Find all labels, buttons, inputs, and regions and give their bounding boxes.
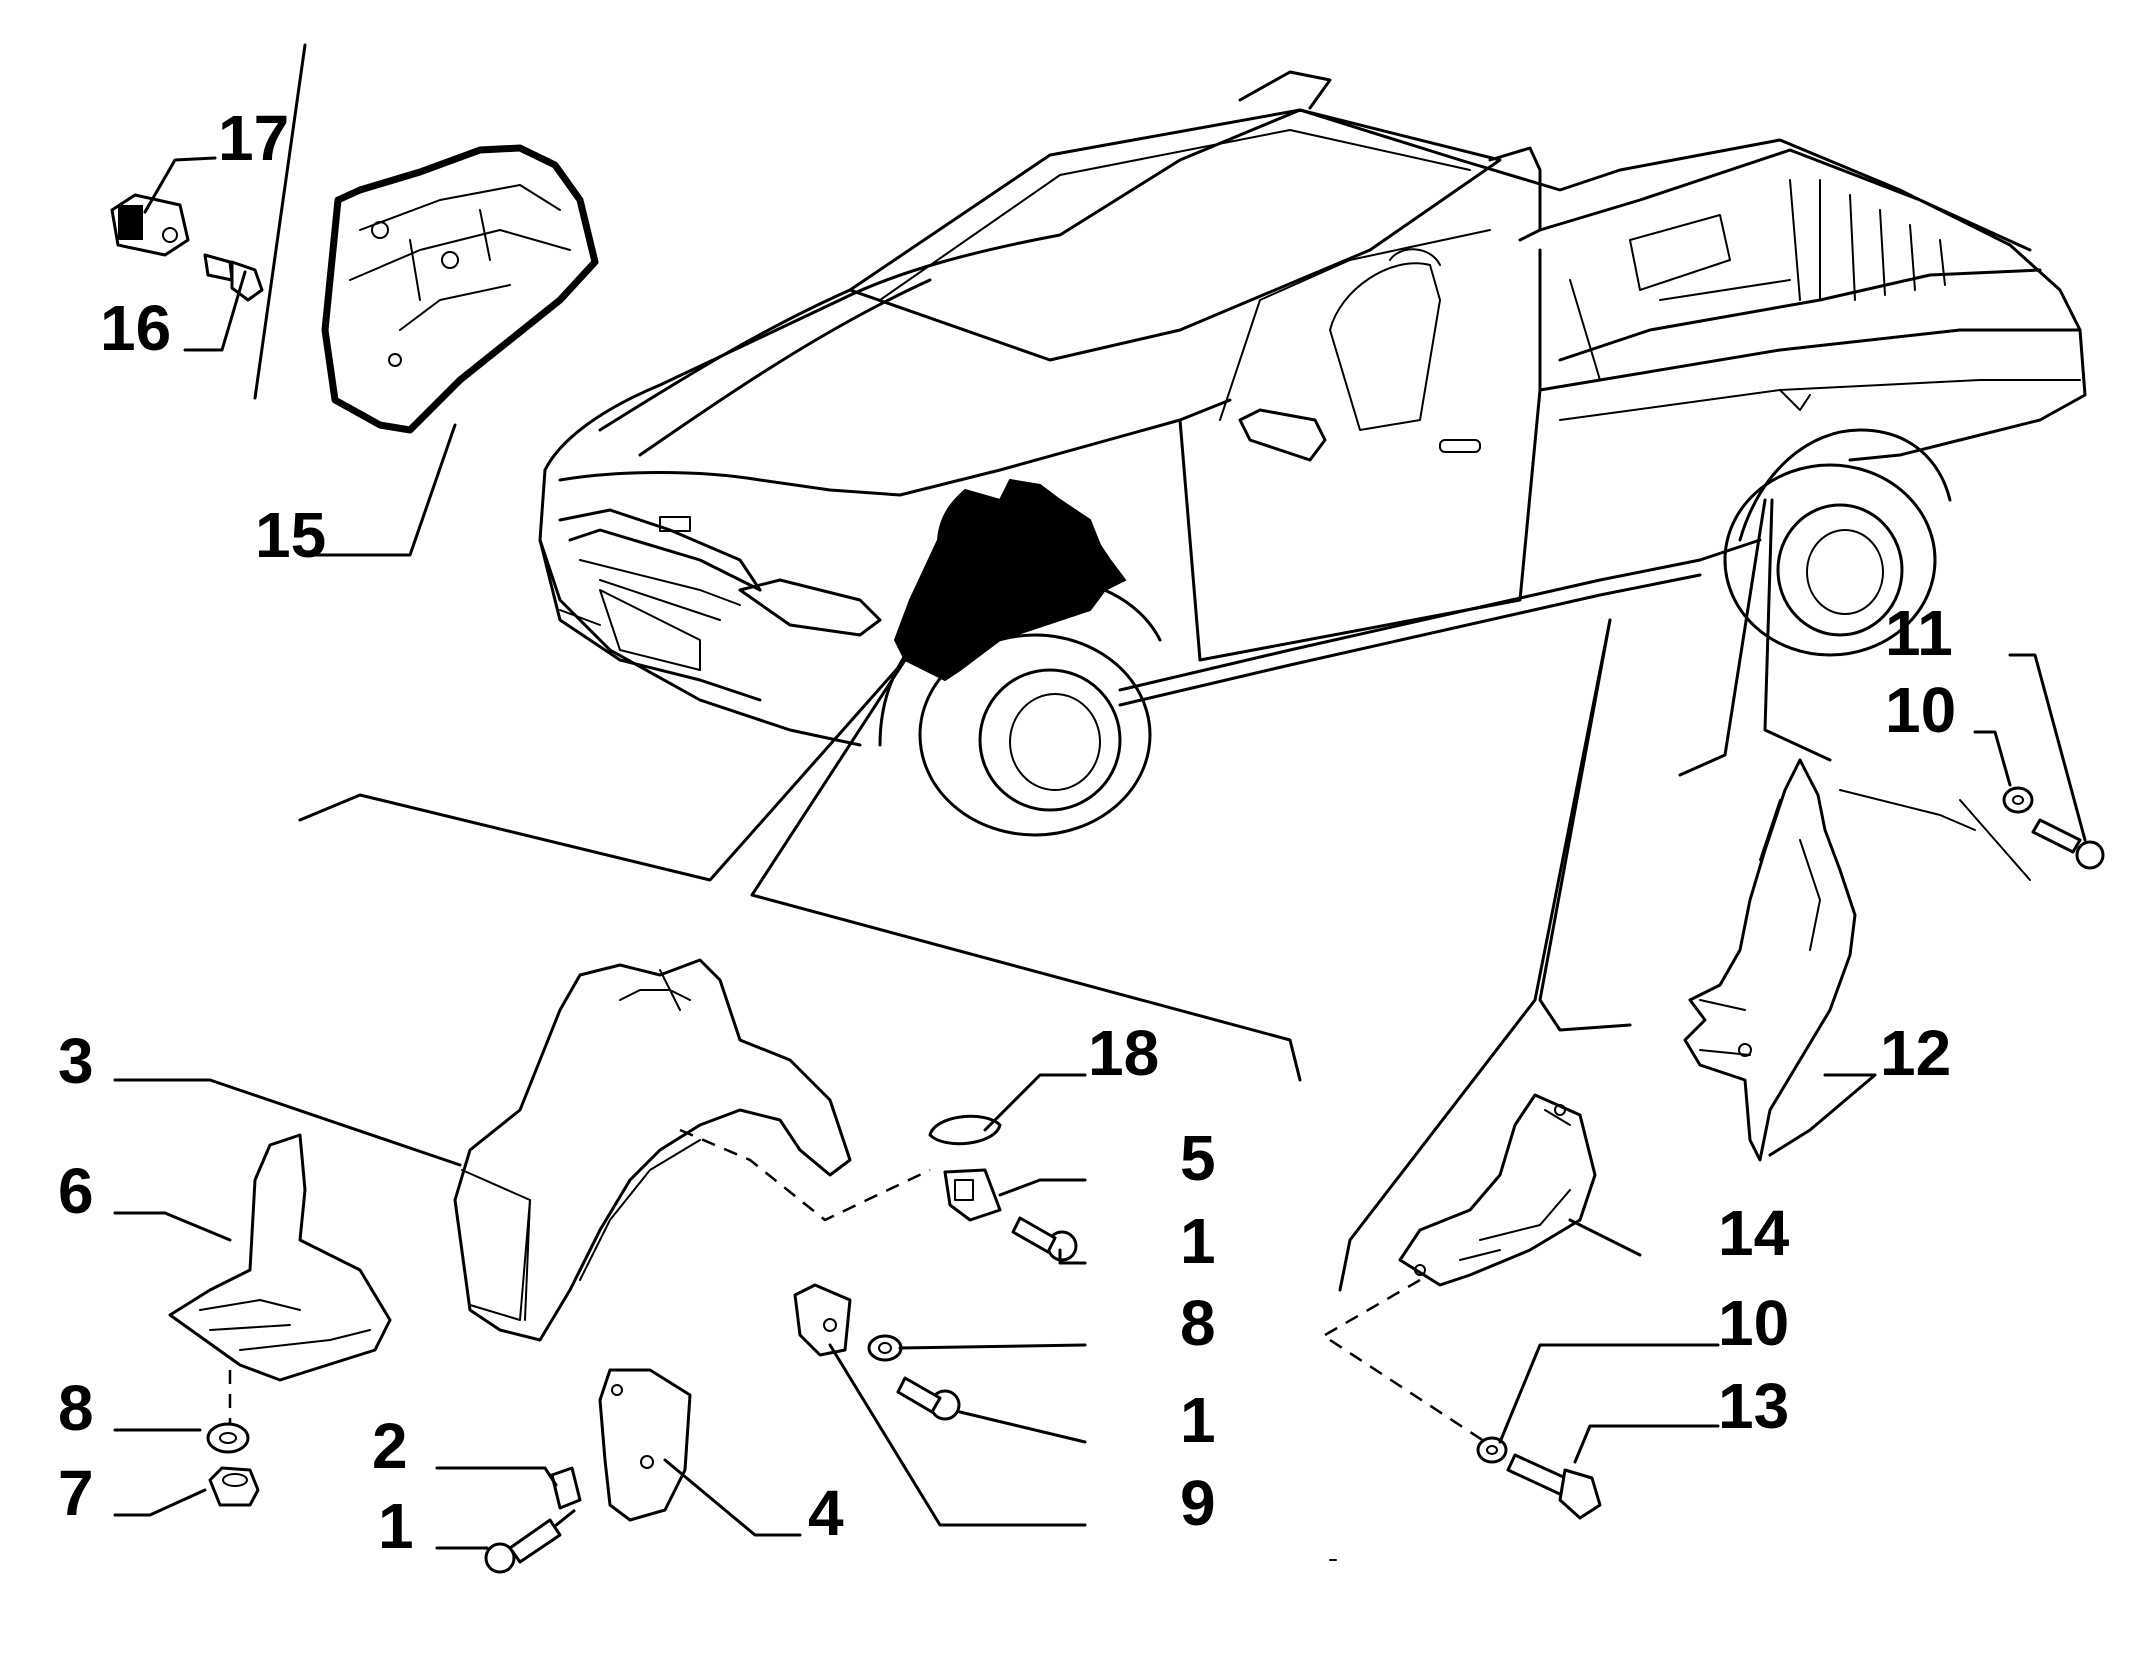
part-1-screw-low [896, 1376, 961, 1421]
pickup-truck-illustration [538, 70, 2087, 837]
callout-2: 2 [372, 1410, 408, 1482]
callout-10-lower: 10 [1718, 1287, 1789, 1359]
part-1-screw-mid [1011, 1216, 1078, 1262]
part-13-bolt [1506, 1453, 1602, 1520]
callout-6: 6 [58, 1155, 94, 1227]
part-2-nut-plate [550, 1466, 582, 1510]
callout-4: 4 [808, 1477, 844, 1549]
callout-13: 13 [1718, 1370, 1789, 1442]
part-11-screw [2031, 818, 2105, 870]
part-9-bracket [793, 1283, 852, 1357]
callout-8-left: 8 [58, 1372, 94, 1444]
vehicle-leader-lines [298, 498, 2031, 1292]
part-15-panel [321, 144, 599, 434]
part-17-clip [110, 193, 190, 257]
callout-labels: 17 16 15 11 10 3 18 12 6 5 1 14 8 10 8 1… [58, 102, 1956, 1562]
part-4-cover [598, 1368, 692, 1522]
callout-9: 9 [1180, 1467, 1216, 1539]
part-1-screw-lower [484, 1508, 576, 1574]
callout-17: 17 [218, 102, 289, 174]
part-12-side-panel [1683, 758, 1857, 1162]
callout-leader-lines [113, 43, 2087, 1561]
callout-15: 15 [255, 499, 326, 571]
callout-10-upper: 10 [1885, 674, 1956, 746]
callout-7: 7 [58, 1457, 94, 1529]
callout-16: 16 [100, 292, 171, 364]
callout-1-b: 1 [1180, 1384, 1216, 1456]
part-7-nut [208, 1466, 260, 1507]
part-14-guard [1398, 1093, 1597, 1287]
callout-18: 18 [1088, 1017, 1159, 1089]
highlighted-wheel-arch-liner [893, 478, 1127, 682]
callout-14: 14 [1718, 1197, 1790, 1269]
part-5-clip [943, 1168, 1002, 1222]
callout-1-c: 1 [378, 1490, 414, 1562]
part-8-washer-left [206, 1422, 250, 1454]
callout-3: 3 [58, 1025, 94, 1097]
part-6-splash-shield [168, 1133, 392, 1382]
part-16-bolt [203, 253, 264, 302]
callout-11: 11 [1885, 597, 1953, 669]
part-3-wheel-arch-liner [453, 958, 852, 1342]
part-8-washer-mid [867, 1334, 903, 1362]
part-18-plug [928, 1114, 1002, 1146]
callout-1-a: 1 [1180, 1205, 1216, 1277]
callout-8-right: 8 [1180, 1287, 1216, 1359]
part-10-washer-upper [2002, 786, 2034, 814]
callout-5: 5 [1180, 1122, 1216, 1194]
part-10-washer-lower [1476, 1436, 1508, 1464]
callout-12: 12 [1880, 1017, 1951, 1089]
assembly-dash-lines [228, 1128, 1491, 1447]
